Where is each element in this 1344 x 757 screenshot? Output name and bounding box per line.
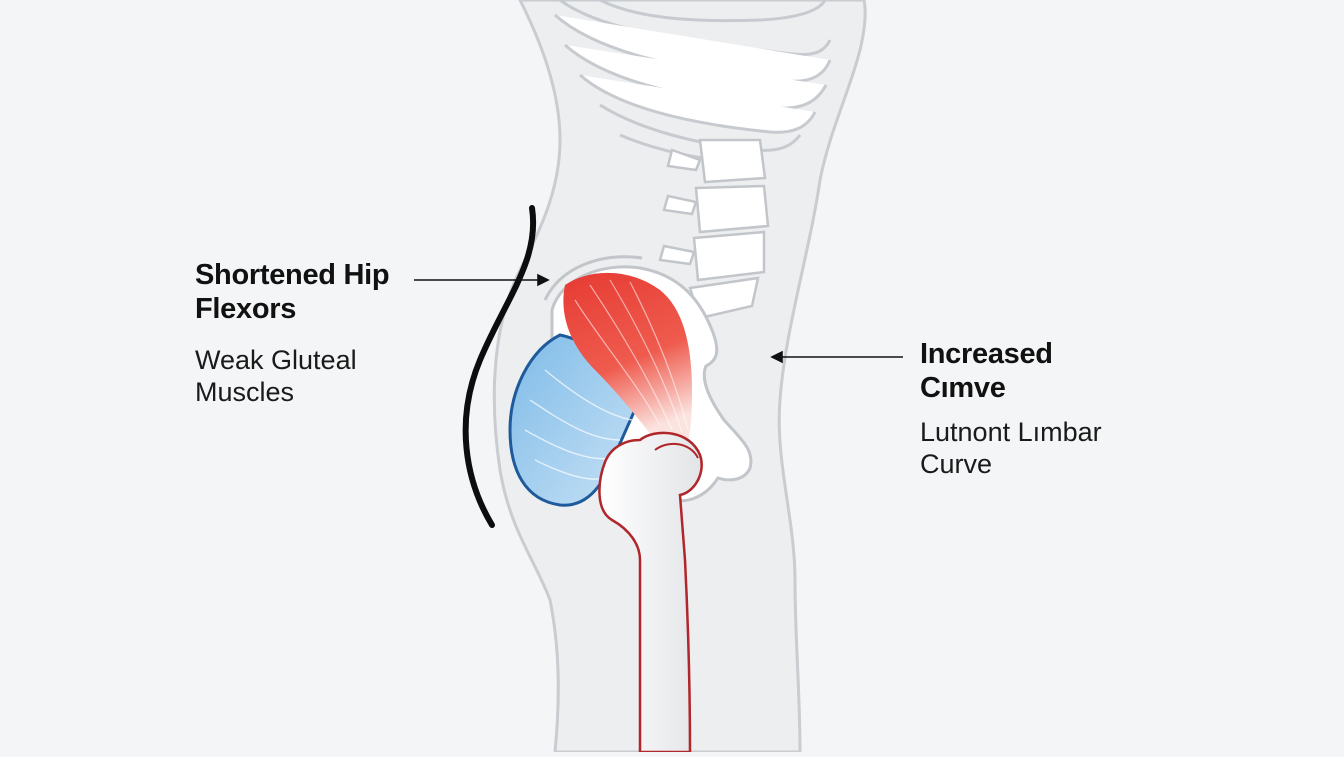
- hip-flexor-muscle: [563, 272, 692, 450]
- femur-bone: [598, 431, 703, 754]
- femoral-head: [654, 442, 699, 459]
- posture-curve-line: [462, 205, 537, 528]
- lumbar-spine: [654, 138, 770, 320]
- label-shortened-hip-flexors: Shortened Hip Flexors: [195, 259, 390, 326]
- iliac-crest: [543, 255, 643, 301]
- label-increased-curve: Increased Cımve: [920, 338, 1053, 405]
- glute-fiber-lines: [524, 369, 633, 480]
- hip-flexor-arrow: [414, 273, 550, 287]
- increased-curve-arrow: [770, 350, 903, 364]
- label-weak-gluteal-muscles: Weak Gluteal Muscles: [195, 345, 357, 407]
- label-lumbar-curve: Lutnont Lımbar Curve: [920, 417, 1102, 479]
- flexor-fiber-lines: [574, 279, 689, 433]
